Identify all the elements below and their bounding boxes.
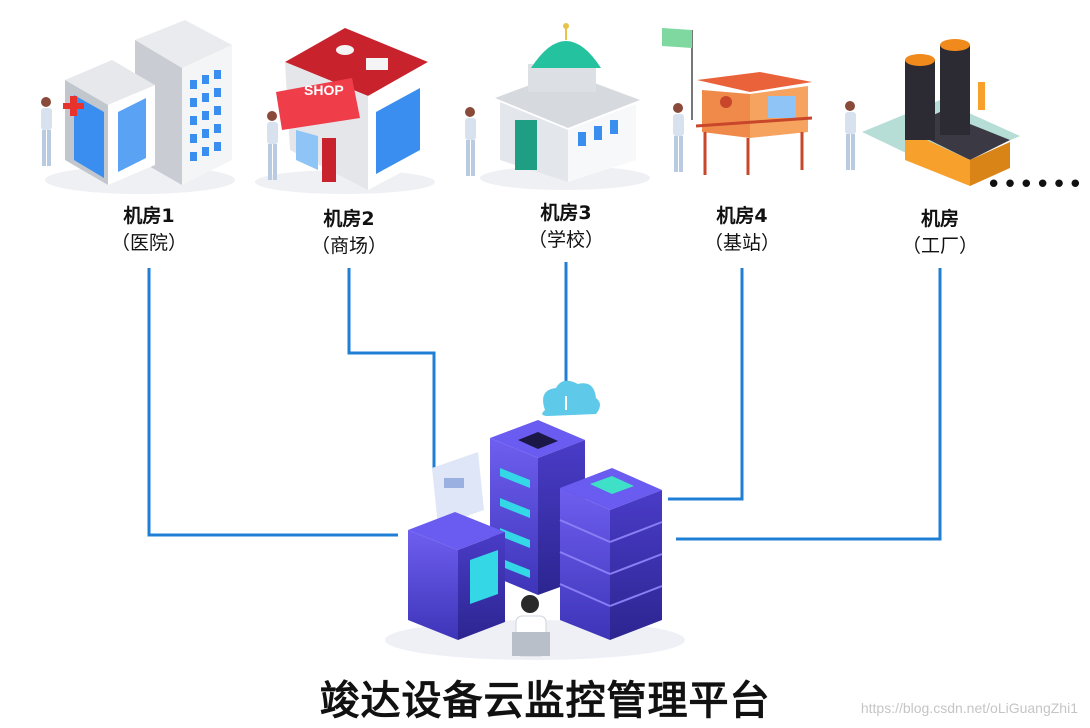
node-label-5: 机房 （工厂） xyxy=(865,206,1015,259)
connector-node-5 xyxy=(676,268,942,541)
node-label-4: 机房4 （基站） xyxy=(667,203,817,256)
watermark-text: https://blog.csdn.net/oLiGuangZhi1 xyxy=(860,700,1078,716)
node-subtitle: （基站） xyxy=(703,231,780,254)
node-name: 机房1 xyxy=(123,205,175,227)
base-station-icon xyxy=(662,28,813,175)
node-subtitle: （工厂） xyxy=(901,234,978,257)
node-subtitle: （商场） xyxy=(310,234,387,257)
connector-node-1 xyxy=(147,268,398,537)
node-name: 机房 xyxy=(920,208,959,230)
school-building-icon xyxy=(480,23,650,190)
person-icon xyxy=(673,103,684,172)
factory-building-icon xyxy=(862,39,1020,186)
node-subtitle: （医院） xyxy=(110,231,187,254)
node-name: 机房4 xyxy=(716,205,768,227)
server-cluster-icon xyxy=(385,380,685,660)
node-label-2: 机房2 （商场） xyxy=(274,206,424,259)
person-icon xyxy=(267,111,278,180)
person-icon xyxy=(465,107,476,176)
connector-lines xyxy=(147,262,942,541)
node-name: 机房2 xyxy=(323,208,375,230)
node-label-1: 机房1 （医院） xyxy=(74,203,224,256)
node-subtitle: （学校） xyxy=(527,228,604,251)
shop-sign: SHOP xyxy=(304,82,344,98)
person-icons xyxy=(41,97,856,180)
platform-title: 竣达设备云监控管理平台 xyxy=(319,678,771,724)
connector-node-4 xyxy=(668,268,744,501)
node-name: 机房3 xyxy=(540,202,592,224)
hospital-building-icon xyxy=(45,20,235,194)
cloud-icon xyxy=(542,380,600,416)
connector-node-2 xyxy=(347,268,436,470)
shop-building-icon: SHOP xyxy=(255,28,435,194)
node-label-3: 机房3 （学校） xyxy=(491,200,641,253)
person-icon xyxy=(41,97,52,166)
more-nodes-ellipsis: •••••• xyxy=(986,170,1085,200)
person-icon xyxy=(845,101,856,170)
operator-icon xyxy=(512,595,550,657)
